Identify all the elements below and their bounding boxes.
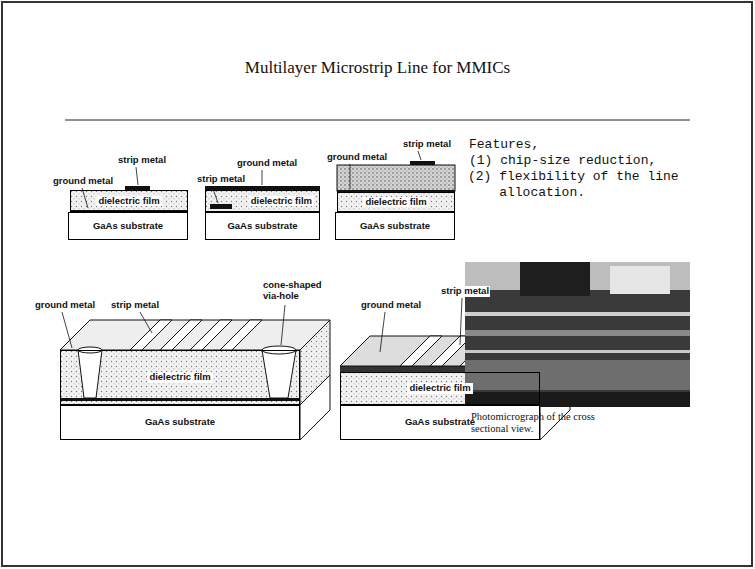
metal-label: strip metal [402,139,452,150]
feature-item: (2) flexibility of the line allocation. [468,169,687,201]
metal-label: ground metal [34,300,96,311]
layer-label: GaAs substrate [143,417,217,428]
photo-caption: Photomicrograph of the cross sectional v… [470,411,612,435]
metal-label: strip metal [110,300,160,311]
dielectric-film: dielectric film [205,190,320,212]
feature-item: (1) chip-size reduction, [468,153,657,169]
substrate-layer: GaAs substrate [340,405,540,440]
layer-label: dielectric film [249,196,314,207]
dielectric-film: dielectric film [60,350,300,405]
metal-label: ground metal [360,300,422,311]
metal-label: ground metal [52,176,114,187]
dielectric-film: dielectric film [70,190,188,212]
layer-label: dielectric film [96,196,161,207]
via-label: cone-shaped via-hole [262,280,328,302]
metal-label: strip metal [196,174,246,185]
features-heading: Features, [468,137,540,153]
layer-label: GaAs substrate [403,417,477,428]
dielectric-film: dielectric film [340,372,540,405]
substrate-layer: GaAs substrate [68,212,188,240]
metal-label: strip metal [117,155,167,166]
dielectric-film: dielectric film [337,192,455,212]
metal-label: ground metal [236,158,298,169]
layer-label: dielectric film [363,197,428,208]
layer-label: GaAs substrate [91,221,165,232]
metal-label: ground metal [326,152,388,163]
substrate-layer: GaAs substrate [335,212,455,240]
layer-label: dielectric film [407,383,472,394]
substrate-layer: GaAs substrate [60,405,300,440]
metal-label: strip metal [440,286,490,297]
layer-label: GaAs substrate [358,221,432,232]
layer-label: GaAs substrate [225,221,299,232]
substrate-layer: GaAs substrate [205,212,320,240]
slide-title: Multilayer Microstrip Line for MMICs [0,58,755,78]
layer-label: dielectric film [147,372,212,383]
